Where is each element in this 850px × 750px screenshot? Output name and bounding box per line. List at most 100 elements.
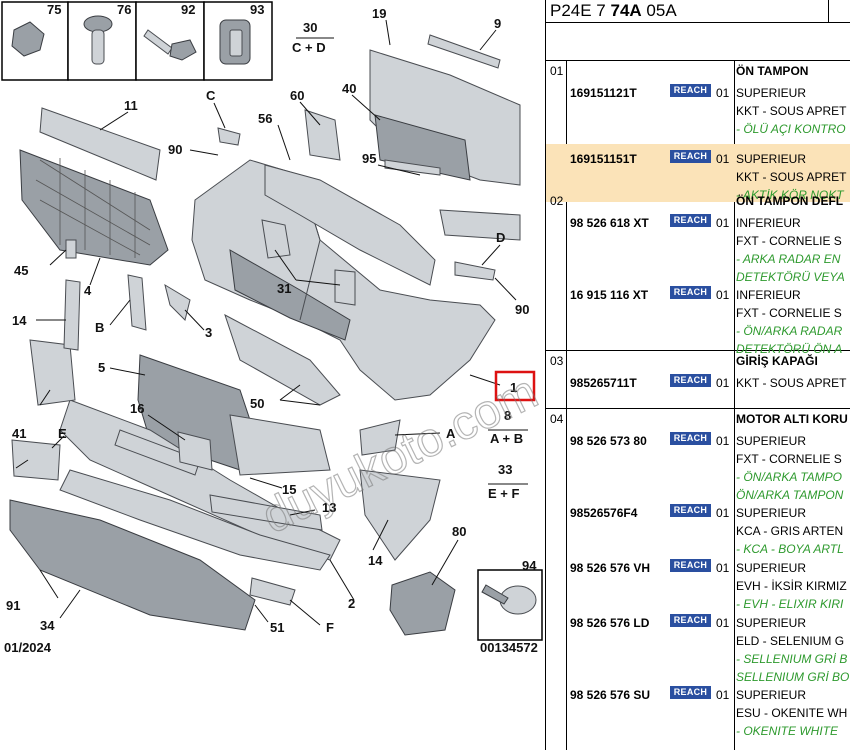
callout: 60 (290, 88, 304, 103)
callout: 16 (130, 401, 144, 416)
callout: 13 (322, 500, 336, 515)
part-description: SUPERIEUR (736, 561, 807, 575)
part-number[interactable]: 98 526 573 80 (570, 434, 647, 448)
catalog-reference: P24E 7 74A 05A (550, 1, 677, 20)
callout: 4 (84, 283, 92, 298)
part-note: SELLENIUM GRİ BO (736, 670, 850, 684)
selected-callout-box[interactable] (494, 370, 536, 402)
clip-75-icon (11, 21, 45, 57)
part-row[interactable]: 98 526 576 VH REACH 01 SUPERIEUR EVH - İKSİR… (546, 553, 850, 611)
group-title: ÖN TAMPON DEFL (736, 194, 844, 208)
part-number[interactable]: 98 526 576 VH (570, 561, 651, 575)
part-number[interactable]: 169151151T (570, 152, 637, 166)
quantity: 01 (716, 376, 730, 390)
callout: 30 (303, 20, 317, 35)
callout: 34 (40, 618, 55, 633)
lower-grille-illustrations (9, 127, 496, 631)
part-number[interactable]: 98 526 576 SU (570, 688, 651, 702)
callout: 1 (510, 380, 517, 395)
callout: 91 (6, 598, 20, 613)
part-number[interactable]: 169151121T (570, 86, 637, 100)
callout: 51 (270, 620, 284, 635)
callout: 92 (181, 2, 195, 17)
part-description: KKT - SOUS APRET (736, 170, 847, 184)
quantity: 01 (716, 506, 730, 520)
grille-illustration (19, 107, 169, 266)
part-note: - AKTİK KÖR NOKT (736, 188, 844, 202)
part-note: - OKENITE WHITE (736, 724, 838, 738)
callout-labels: 75 76 92 93 30 C + D 19 9 11 C 60 40 56 … (6, 2, 537, 635)
part-description: SUPERIEUR (736, 506, 807, 520)
part-note: DETEKTÖRÜ VEYA (736, 270, 845, 284)
reach-badge: REACH (670, 214, 711, 227)
part-number[interactable]: 98526576F4 (570, 506, 638, 520)
callout: 80 (452, 524, 466, 539)
callout: E (58, 426, 67, 441)
callout: F (326, 620, 334, 635)
reach-badge: REACH (670, 686, 711, 699)
part-note: - ÖN/ARKA TAMPO (736, 470, 843, 484)
reach-badge: REACH (670, 84, 711, 97)
part-description: SUPERIEUR (736, 688, 807, 702)
part-description: ESU - OKENITE WH (736, 706, 848, 720)
part-description: KKT - SOUS APRET (736, 104, 847, 118)
quantity: 01 (716, 561, 730, 575)
callout: 31 (277, 281, 291, 296)
part-description: INFERIEUR (736, 216, 801, 230)
catalog-header: P24E 7 74A 05A (546, 0, 850, 23)
leader-lines (15, 19, 517, 626)
quantity: 01 (716, 288, 730, 302)
part-number[interactable]: 985265711T (570, 376, 637, 390)
callout: 41 (12, 426, 26, 441)
part-note: ÖN/ARKA TAMPON (736, 488, 844, 502)
part-description: KCA - GRIS ARTEN (736, 524, 844, 538)
callout: 33 (498, 462, 512, 477)
reach-badge: REACH (670, 614, 711, 627)
callout: 9 (494, 16, 501, 31)
part-row[interactable]: 98 526 576 LD REACH 01 SUPERIEUR ELD - SELEN… (546, 608, 850, 684)
quantity: 01 (716, 216, 730, 230)
part-description: INFERIEUR (736, 288, 801, 302)
reach-badge: REACH (670, 559, 711, 572)
callout: A + B (490, 431, 523, 446)
part-description: ELD - SELENIUM G (736, 634, 845, 648)
callout: 14 (12, 313, 27, 328)
part-number[interactable]: 98 526 618 XT (570, 216, 649, 230)
callout: 75 (47, 2, 61, 17)
reach-badge: REACH (670, 150, 711, 163)
quantity: 01 (716, 86, 730, 100)
part-row[interactable]: 169151121T REACH 01 SUPERIEUR KKT - SOUS APR… (546, 78, 850, 136)
callout: A (446, 426, 456, 441)
part-note: - SELLENIUM GRİ B (736, 652, 848, 666)
callout: 14 (368, 553, 383, 568)
kit-illustrations (389, 569, 543, 641)
reach-badge: REACH (670, 374, 711, 387)
parts-diagram: 75 76 92 93 30 C + D 19 9 11 C 60 40 56 … (1, 1, 545, 655)
reference-code: 00134572 (480, 640, 538, 655)
part-description: SUPERIEUR (736, 86, 807, 100)
part-description: FXT - CORNELIE S (736, 452, 842, 466)
quantity: 01 (716, 688, 730, 702)
callout: 50 (250, 396, 264, 411)
callout: 95 (362, 151, 376, 166)
part-description: SUPERIEUR (736, 616, 807, 630)
callout: E + F (488, 486, 519, 501)
callout: C + D (292, 40, 326, 55)
callout: 3 (205, 325, 212, 340)
part-number[interactable]: 16 915 116 XT (570, 288, 649, 302)
catalog-subheader (546, 22, 850, 61)
part-description: EVH - İKSİR KIRMIZ (736, 579, 847, 593)
quantity: 01 (716, 616, 730, 630)
callout: 90 (515, 302, 529, 317)
part-number[interactable]: 98 526 576 LD (570, 616, 650, 630)
callout: 11 (124, 98, 138, 113)
part-row[interactable]: 98 526 576 SU REACH 01 SUPERIEUR ESU - OKENI… (546, 680, 850, 738)
